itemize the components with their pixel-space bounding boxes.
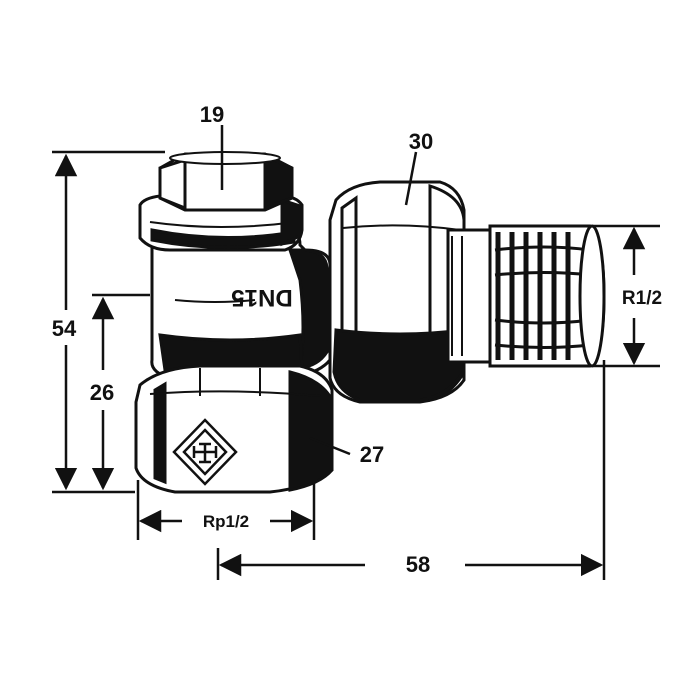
dim-inlet-thread: Rp1/2: [203, 512, 249, 531]
top-cap: [138, 151, 304, 252]
hexagon-logo-icon: [172, 418, 238, 486]
dim-union-nut: 30: [409, 129, 433, 154]
dim-overall-length: 58: [406, 552, 430, 577]
dimension-lines: [52, 125, 660, 580]
dim-outlet-thread: R1/2: [622, 288, 662, 309]
union-nut: [328, 180, 466, 404]
bottom-hex-nut: [134, 364, 334, 494]
dim-overall-height: 54: [52, 316, 77, 341]
dim-bottom-nut: 27: [360, 442, 384, 467]
dim-connection-height: 26: [90, 380, 114, 405]
dim-top-nut: 19: [200, 102, 224, 127]
threaded-tail: [446, 224, 606, 368]
body-marking: DN15: [231, 284, 292, 311]
